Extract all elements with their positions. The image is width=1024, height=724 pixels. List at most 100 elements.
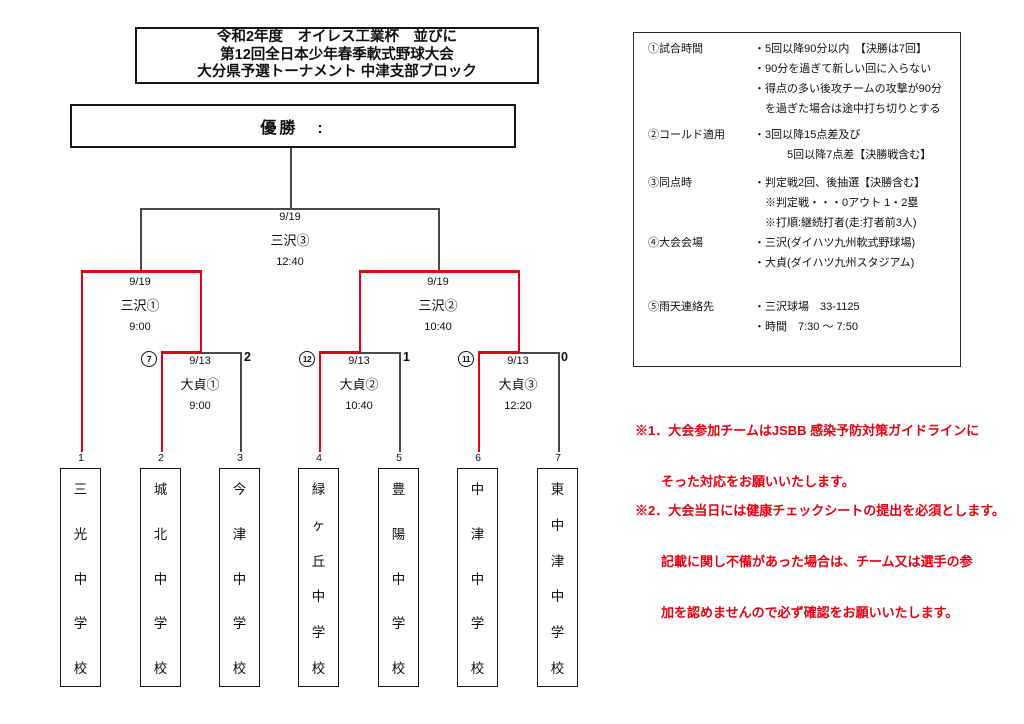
- line-qf2-horizontal-winner: [319, 351, 360, 354]
- team-box-6: 中津中学校: [457, 468, 498, 687]
- line-qf1-horizontal-winner: [161, 351, 201, 354]
- qf1-venue: 大貞①: [180, 377, 220, 392]
- team-name-6: 中津中学校: [470, 482, 485, 676]
- final-date: 9/19: [279, 211, 301, 223]
- team-box-2: 城北中学校: [140, 468, 181, 687]
- note-health-check: ※2．大会当日には健康チェックシートの提出を必須とします。 記載に関し不備があっ…: [635, 468, 1020, 655]
- rule-2-line-2: 5回以降7点差【決勝戦含む】: [754, 149, 932, 161]
- rule-label-3: ③同点時: [648, 177, 692, 189]
- team-name-2: 城北中学校: [153, 482, 168, 676]
- qf2-winner-score: 12: [299, 351, 315, 367]
- rules-panel: ①試合時間 ・5回以降90分以内 【決勝は7回】 ・90分を過ぎて新しい回に入ら…: [633, 32, 961, 367]
- note-covid-guideline: ※1．大会参加チームはJSBB 感染予防対策ガイドラインに そった対応をお願いい…: [635, 388, 1020, 524]
- team-box-7: 東中津中学校: [537, 468, 578, 687]
- sf2-time: 10:40: [424, 321, 452, 333]
- rule-4-line-1: ・三沢(ダイハツ九州軟式野球場): [754, 237, 916, 249]
- rule-venues: ④大会会場 ・三沢(ダイハツ九州軟式野球場) ・大貞(ダイハツ九州スタジアム): [648, 233, 960, 273]
- rule-1-line-4: を過ぎた場合は途中打ち切りとする: [754, 103, 941, 115]
- qf1-winner-score: 7: [141, 351, 157, 367]
- qf2-time: 10:40: [345, 400, 373, 412]
- sf1-date: 9/19: [129, 276, 151, 288]
- rule-2-line-1: ・3回以降15点差及び: [754, 129, 861, 141]
- rule-3-line-2: ※判定戦・・・0アウト 1・2塁: [754, 197, 919, 209]
- qf3-winner-score: 11: [458, 351, 474, 367]
- qf1-loser-score: 2: [244, 350, 251, 364]
- champion-box: 優勝 :: [70, 104, 516, 148]
- rule-3-line-3: ※打順:継続打者(走:打者前3人): [754, 217, 917, 229]
- line-qf2-leg-team5: [399, 352, 401, 456]
- final-time: 12:40: [276, 256, 304, 268]
- note-2-line-1: ※2．大会当日には健康チェックシートの提出を必須とします。: [635, 503, 1005, 518]
- line-sf1-right-leg: [199, 270, 202, 353]
- line-qf3-horizontal-winner: [478, 351, 519, 354]
- line-qf3-leg-team7: [558, 352, 560, 456]
- sf2-date: 9/19: [427, 276, 449, 288]
- rule-1-line-1: ・5回以降90分以内 【決勝は7回】: [754, 43, 927, 55]
- team-name-3: 今津中学校: [232, 482, 247, 676]
- line-qf1-leg-team2: [160, 351, 163, 456]
- seed-5: 5: [392, 452, 406, 464]
- rule-1-line-2: ・90分を過ぎて新しい回に入らない: [754, 63, 932, 75]
- line-sf2-right-leg: [517, 270, 520, 353]
- quarterfinal-1-label: 9/13 大貞① 9:00: [155, 355, 245, 412]
- note-1-line-1: ※1．大会参加チームはJSBB 感染予防対策ガイドラインに: [635, 423, 980, 438]
- sf1-time: 9:00: [129, 321, 151, 333]
- seed-3: 3: [233, 452, 247, 464]
- qf1-time: 9:00: [189, 400, 211, 412]
- title-line-3: 大分県予選トーナメント 中津支部ブロック: [197, 64, 477, 81]
- rule-5-line-2: ・時間 7:30 ～ 7:50: [754, 321, 858, 333]
- line-qf1-horizontal-loser: [201, 352, 241, 354]
- line-final-right-leg: [438, 208, 440, 271]
- semifinal-1-label: 9/19 三沢① 9:00: [95, 276, 185, 333]
- team-name-5: 豊陽中学校: [391, 482, 406, 676]
- qf2-venue: 大貞②: [339, 377, 379, 392]
- line-sf1-horizontal: [81, 270, 201, 273]
- rule-label-4: ④大会会場: [648, 237, 703, 249]
- qf3-venue: 大貞③: [498, 377, 538, 392]
- seed-2: 2: [154, 452, 168, 464]
- line-qf2-leg-team4: [318, 351, 321, 456]
- sf2-venue: 三沢②: [418, 298, 458, 313]
- qf3-time: 12:20: [504, 400, 532, 412]
- rule-5-line-1: ・三沢球場 33-1125: [754, 301, 860, 313]
- qf3-loser-score: 0: [561, 350, 568, 364]
- line-qf1-leg-team3: [240, 352, 242, 456]
- rule-game-time: ①試合時間 ・5回以降90分以内 【決勝は7回】 ・90分を過ぎて新しい回に入ら…: [648, 39, 960, 119]
- line-qf3-horizontal-loser: [519, 352, 559, 354]
- team-box-1: 三光中学校: [60, 468, 101, 687]
- note-2-line-2: 記載に関し不備があった場合は、チーム又は選手の参: [635, 554, 973, 569]
- line-qf2-horizontal-loser: [360, 352, 400, 354]
- title-line-2: 第12回全日本少年春季軟式野球大会: [220, 46, 454, 63]
- sf1-venue: 三沢①: [120, 298, 160, 313]
- quarterfinal-2-label: 9/13 大貞② 10:40: [314, 355, 404, 412]
- line-qf3-leg-team6: [477, 351, 480, 456]
- line-champion-stem: [290, 148, 292, 208]
- semifinal-2-label: 9/19 三沢② 10:40: [393, 276, 483, 333]
- qf2-loser-score: 1: [403, 350, 410, 364]
- note-1-line-2: そった対応をお願いいたします。: [635, 474, 855, 489]
- line-sf2-horizontal: [359, 270, 519, 273]
- team-name-1: 三光中学校: [73, 482, 88, 676]
- seed-6: 6: [471, 452, 485, 464]
- quarterfinal-3-label: 9/13 大貞③ 12:20: [473, 355, 563, 412]
- team-box-4: 緑ヶ丘中学校: [298, 468, 339, 687]
- team-name-4: 緑ヶ丘中学校: [311, 482, 326, 676]
- note-2-line-3: 加を認めませんので必ず確認をお願いいたします。: [635, 605, 959, 620]
- team-box-5: 豊陽中学校: [378, 468, 419, 687]
- rule-cold-game: ②コールド適用 ・3回以降15点差及び 5回以降7点差【決勝戦含む】: [648, 125, 960, 165]
- final-venue: 三沢③: [270, 233, 310, 248]
- final-match-label: 9/19 三沢③ 12:40: [245, 211, 335, 268]
- qf2-date: 9/13: [348, 355, 370, 367]
- line-final-horizontal: [140, 208, 439, 210]
- team-box-3: 今津中学校: [219, 468, 260, 687]
- team-name-7: 東中津中学校: [550, 482, 565, 676]
- rule-4-line-2: ・大貞(ダイハツ九州スタジアム): [754, 257, 915, 269]
- line-sf2-left-leg: [358, 270, 361, 353]
- champion-label: 優勝 :: [260, 120, 326, 137]
- rule-rain-contact: ⑤雨天連絡先 ・三沢球場 33-1125 ・時間 7:30 ～ 7:50: [648, 297, 960, 337]
- rule-label-2: ②コールド適用: [648, 129, 725, 141]
- qf3-date: 9/13: [507, 355, 529, 367]
- rule-label-5: ⑤雨天連絡先: [648, 301, 714, 313]
- seed-1: 1: [74, 452, 88, 464]
